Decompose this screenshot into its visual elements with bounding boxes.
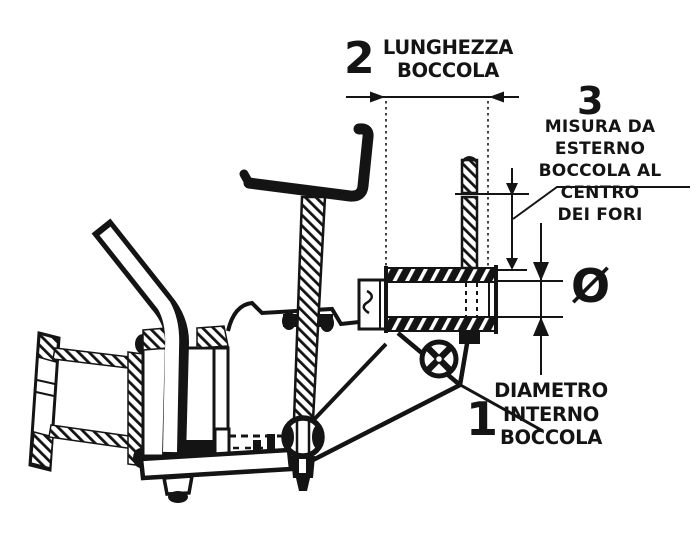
callout-2-number: 2 [344, 33, 375, 84]
base-plate [138, 447, 294, 503]
callout-3-line3: DEI FORI [557, 205, 643, 225]
clamp-bracket [357, 278, 388, 331]
callout-3-number: 3 [577, 79, 604, 123]
callout-1-line1: DIAMETRO [494, 379, 608, 402]
seat-bracket [239, 123, 374, 202]
callout-3-line1: MISURA DA ESTERNO [544, 117, 656, 159]
star-knob [419, 339, 459, 379]
left-flange [28, 331, 61, 472]
callout-3-line2: BOCCOLA AL CENTRO [538, 161, 662, 203]
diameter-symbol: Ø [571, 259, 611, 313]
dimension-diameter [497, 223, 563, 375]
callout-2-line1: LUNGHEZZA [382, 36, 514, 59]
threaded-rod [459, 156, 480, 344]
callout-3-label: MISURA DA ESTERNO BOCCOLA AL CENTRO DEI … [503, 116, 696, 226]
callout-1-label: DIAMETRO INTERNO BOCCOLA [490, 379, 612, 450]
callout-1-line3: BOCCOLA [499, 426, 603, 449]
dimension-length [346, 91, 519, 267]
callout-2-line2: BOCCOLA [396, 59, 500, 82]
callout-1-number: 1 [466, 392, 499, 446]
callout-1-line2: INTERNO [502, 402, 599, 426]
handle-tube [91, 218, 190, 459]
callout-2-label: LUNGHEZZA BOCCOLA [378, 36, 518, 82]
connector-tube [48, 334, 151, 468]
bushing [384, 265, 498, 334]
dimension-offset [455, 168, 690, 271]
